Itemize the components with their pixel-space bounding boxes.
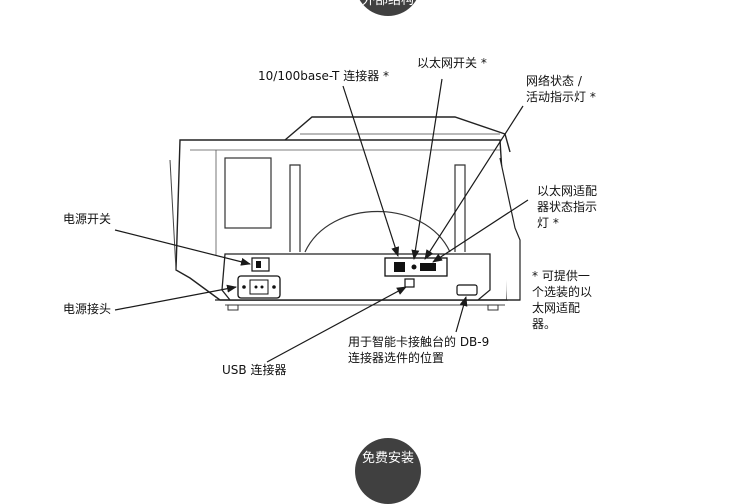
db9-location	[456, 284, 478, 296]
adapter-status-leds	[420, 263, 436, 271]
label-power-connector: 电源接头	[63, 302, 112, 316]
label-usb-connector: USB 连接器	[222, 363, 287, 377]
label-network-status-line2: 活动指示灯 *	[526, 90, 596, 104]
arrow-ethernet-switch	[411, 78, 443, 260]
header-badge-text: 外部结构	[361, 0, 414, 8]
label-footnote-line3: 太网适配	[532, 301, 581, 315]
arrow-power-connector	[114, 284, 237, 311]
ethernet-port	[394, 262, 405, 272]
printer-foot-right	[487, 304, 499, 311]
label-adapter-status-line1: 以太网适配	[537, 184, 598, 198]
hopper-arch	[304, 211, 451, 253]
footer-badge: 免费安装	[355, 438, 421, 504]
display-window	[224, 157, 272, 229]
label-db9-line2: 连接器选件的位置	[348, 351, 445, 365]
label-ethernet-switch: 以太网开关 *	[417, 56, 487, 70]
label-power-switch: 电源开关	[63, 212, 112, 226]
label-footnote-line2: 个选装的以	[532, 285, 593, 299]
arrow-ethernet-connector	[342, 85, 400, 257]
arrow-power-switch	[114, 229, 251, 266]
card-hopper	[289, 164, 301, 252]
footer-badge-text: 免费安装	[361, 451, 414, 466]
label-db9-line1: 用于智能卡接触台的 DB-9	[348, 335, 490, 349]
arrow-usb-connector	[266, 286, 407, 363]
label-adapter-status-line2: 器状态指示	[537, 200, 598, 214]
usb-port	[404, 278, 415, 288]
label-ethernet-connector: 10/100base-T 连接器 *	[258, 69, 390, 83]
printer-foot-left	[227, 304, 239, 311]
label-network-status-line1: 网络状态 /	[526, 74, 582, 88]
printer-rear-diagram: 外部结构 免费安装 10/100base-T 连接器 * 以太网开关 * 网络状…	[63, 0, 598, 504]
arrow-network-status	[424, 105, 524, 260]
printer-illustration	[114, 78, 529, 363]
label-adapter-status-line3: 灯 *	[537, 216, 559, 230]
arrow-db9-location	[455, 296, 468, 333]
label-footnote-line1: * 可提供一	[532, 269, 590, 283]
label-footnote-line4: 器。	[532, 317, 557, 331]
arrow-adapter-status	[432, 199, 529, 263]
